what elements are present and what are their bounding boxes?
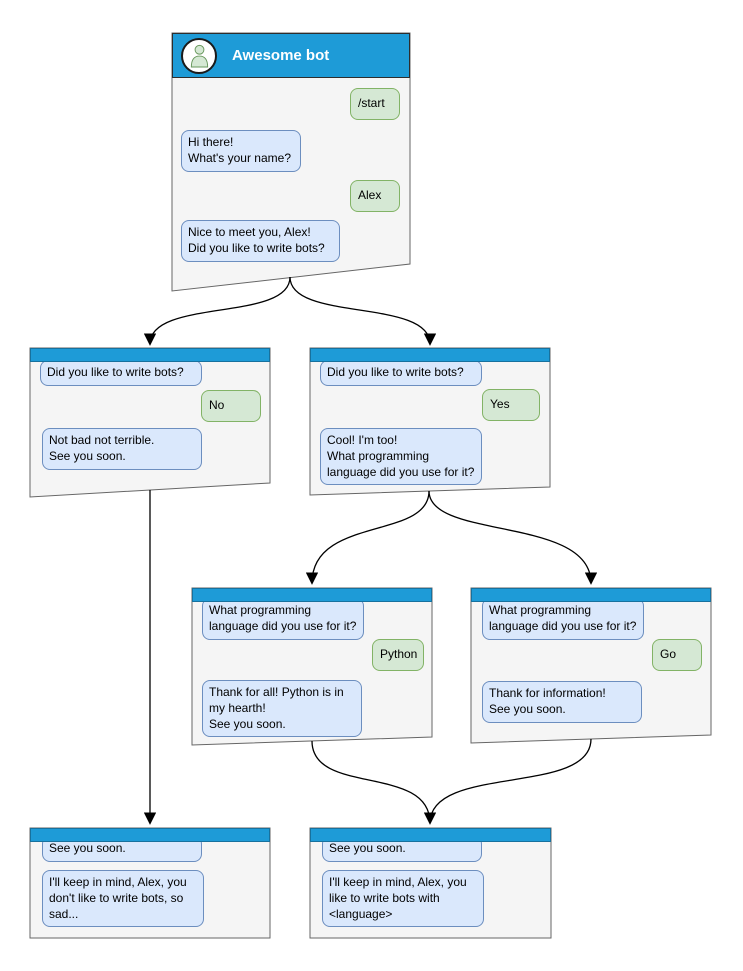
user-reply-bubble: No <box>201 390 261 422</box>
window-titlebar-main: Awesome bot <box>172 33 410 78</box>
connector-main-to-yes <box>289 276 437 346</box>
connector-yes-to-go <box>428 490 598 585</box>
user-reply-bubble: Alex <box>350 180 400 212</box>
bot-message-bubble: What programming language did you use fo… <box>482 598 644 640</box>
connector-yes-to-python <box>305 490 430 585</box>
bot-title: Awesome bot <box>232 47 330 64</box>
connector-go-to-end <box>429 738 592 824</box>
bot-message-bubble: Did you like to write bots? <box>40 360 202 386</box>
bot-message-bubble: What programming language did you use fo… <box>202 598 364 640</box>
window-titlebar-end-language <box>310 828 551 842</box>
bot-avatar <box>181 37 217 74</box>
bot-message-bubble: Not bad not terrible. See you soon. <box>42 428 202 470</box>
user-reply-bubble: /start <box>350 88 400 120</box>
window-titlebar-go <box>471 588 711 602</box>
bot-message-bubble: Did you like to write bots? <box>320 360 482 386</box>
connector-python-to-end <box>311 740 437 825</box>
user-reply-bubble: Yes <box>482 389 540 421</box>
bot-message-bubble: Hi there! What's your name? <box>181 130 301 172</box>
bot-message-bubble: I'll keep in mind, Alex, you don't like … <box>42 870 204 928</box>
person-icon <box>190 44 208 68</box>
user-reply-bubble: Go <box>652 639 702 671</box>
window-titlebar-no <box>30 348 270 362</box>
user-reply-bubble: Python <box>372 639 424 671</box>
window-titlebar-end-no <box>30 828 270 842</box>
window-titlebar-yes <box>310 348 550 362</box>
connector-main-to-no <box>143 276 291 346</box>
bot-message-bubble: Nice to meet you, Alex! Did you like to … <box>181 220 340 262</box>
bot-message-bubble: Thank for all! Python is in my hearth! S… <box>202 680 362 738</box>
bot-message-bubble: Thank for information! See you soon. <box>482 681 642 723</box>
bot-message-bubble: Cool! I'm too! What programming language… <box>320 428 482 486</box>
window-titlebar-python <box>192 588 432 602</box>
bot-message-bubble: I'll keep in mind, Alex, you like to wri… <box>322 870 484 928</box>
